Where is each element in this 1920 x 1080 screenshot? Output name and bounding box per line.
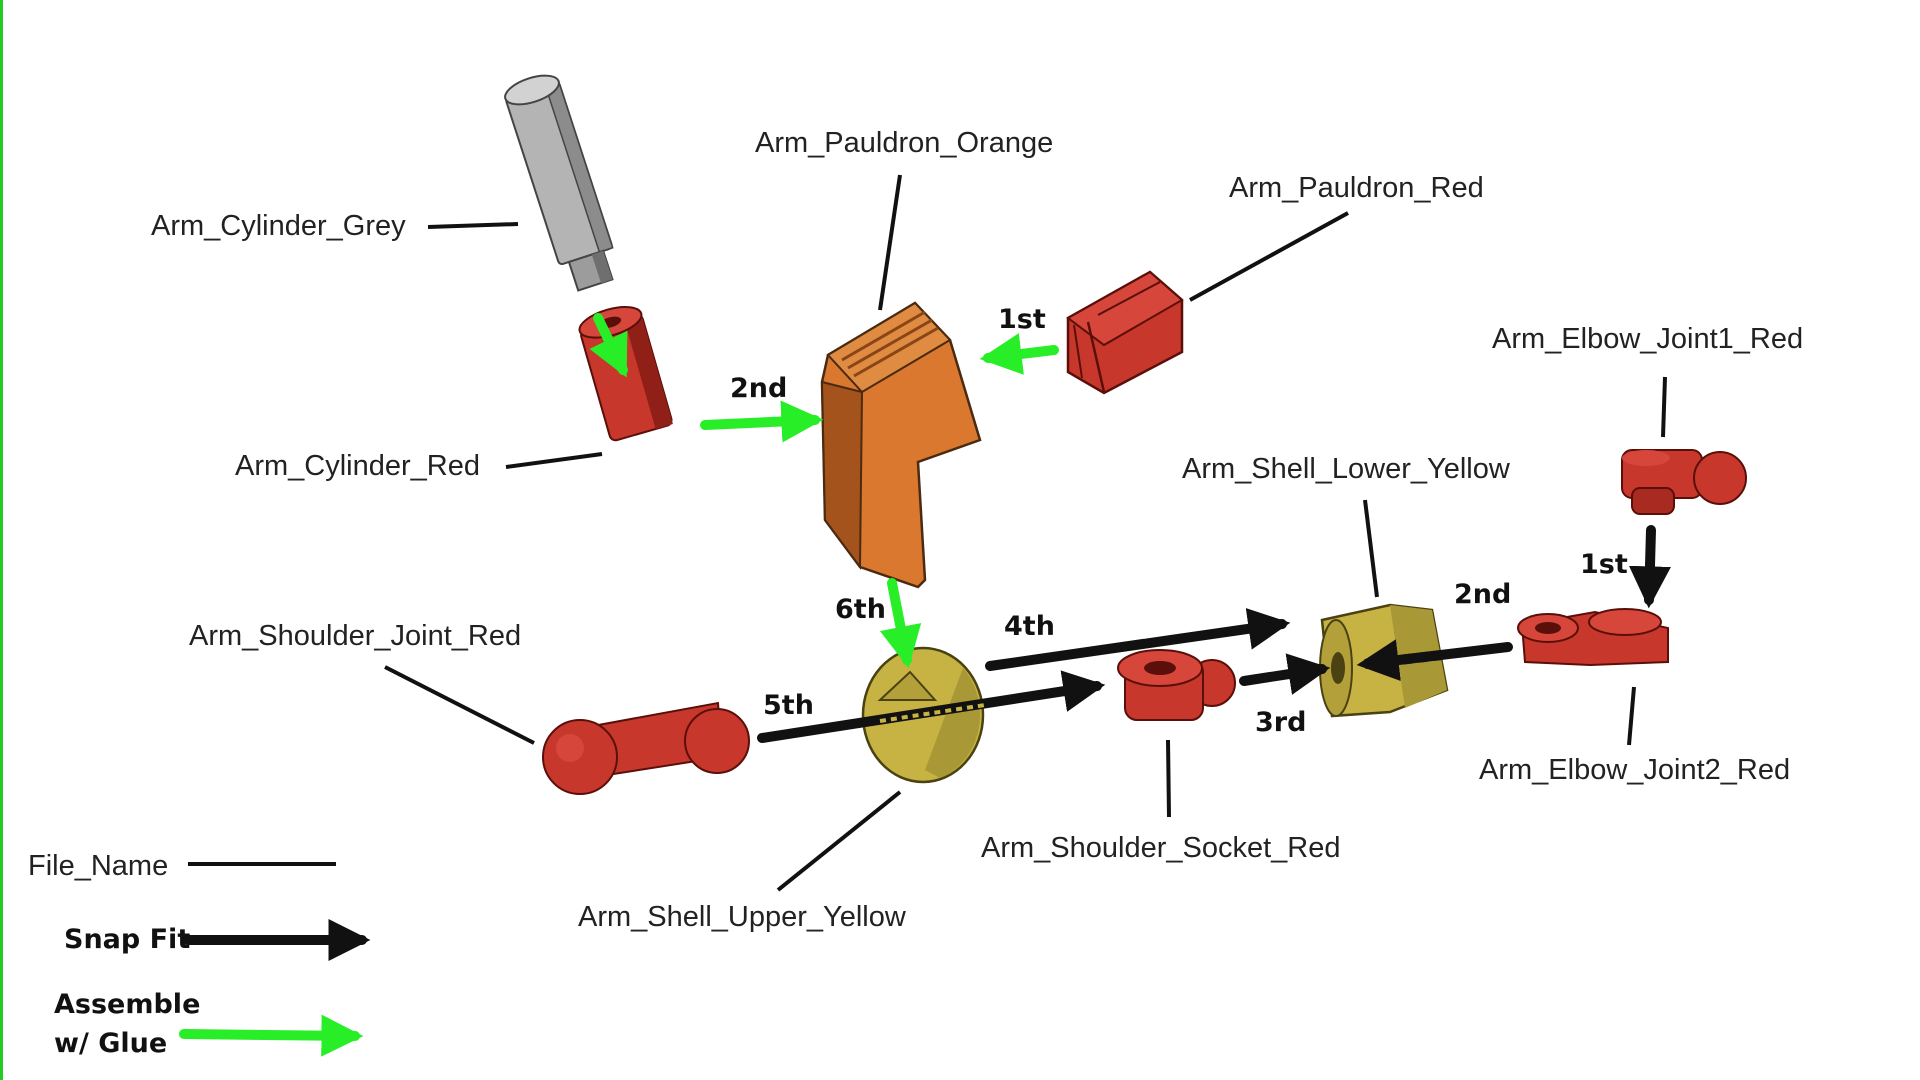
arm-shoulder-socket-red-part <box>1117 649 1236 721</box>
step-pauldron-1st: 1st <box>998 304 1046 335</box>
label-arm-shoulder-socket-red: Arm_Shoulder_Socket_Red <box>981 832 1340 864</box>
arm-elbow-joint2-red-part <box>1517 608 1669 667</box>
leader-cylinder-red <box>505 452 603 469</box>
arrow-pauldron-to-shell <box>879 578 922 669</box>
legend: File_Name Snap Fit Assemble w/ Glue <box>28 850 371 1059</box>
arrow-socket-to-shell-lower <box>1239 653 1331 695</box>
label-arm-shell-upper-yellow: Arm_Shell_Upper_Yellow <box>578 901 907 933</box>
step-shell-6th: 6th <box>835 594 886 625</box>
leader-shell-upper <box>776 790 902 892</box>
label-arm-shoulder-joint-red: Arm_Shoulder_Joint_Red <box>189 620 521 652</box>
arrow-elbow1-to-elbow2 <box>1628 525 1671 609</box>
leader-shell-lower <box>1363 499 1379 598</box>
arm-cylinder-grey-part <box>504 74 614 292</box>
arrow-shell-upper-to-lower <box>985 607 1291 671</box>
leader-cylinder-grey <box>427 222 519 229</box>
arrow-cylinder-to-pauldron <box>700 400 824 443</box>
arm-pauldron-red-part <box>1066 270 1184 395</box>
arrow-red-to-orange-pauldron <box>979 333 1059 375</box>
legend-glue-arrow <box>179 1014 364 1057</box>
legend-assemble-label: Assemble <box>54 989 200 1020</box>
step-elbow-1st: 1st <box>1580 549 1628 580</box>
leader-elbow-joint2 <box>1627 686 1636 746</box>
arrow-shoulder-joint-to-socket <box>757 670 1106 743</box>
label-arm-cylinder-grey: Arm_Cylinder_Grey <box>151 210 406 242</box>
legend-glue-label: w/ Glue <box>54 1028 167 1059</box>
step-elbow-2nd: 2nd <box>1454 579 1511 610</box>
label-arm-cylinder-red: Arm_Cylinder_Red <box>235 450 480 482</box>
label-arm-elbow-joint1-red: Arm_Elbow_Joint1_Red <box>1492 323 1803 355</box>
legend-snap-fit-label: Snap Fit <box>64 924 190 955</box>
legend-file-name-label: File_Name <box>28 850 168 882</box>
label-arm-pauldron-orange: Arm_Pauldron_Orange <box>755 127 1053 159</box>
arrow-elbow2-to-shell-lower <box>1356 639 1513 681</box>
leader-pauldron-red <box>1189 211 1349 302</box>
label-arm-elbow-joint2-red: Arm_Elbow_Joint2_Red <box>1479 754 1790 786</box>
arrow-grey-to-red-cylinder <box>589 313 628 378</box>
leader-pauldron-orange <box>878 174 902 311</box>
label-arm-pauldron-red: Arm_Pauldron_Red <box>1229 172 1484 204</box>
leader-shoulder-joint <box>384 665 535 745</box>
step-pauldron-2nd: 2nd <box>730 373 787 404</box>
leader-shoulder-socket <box>1166 739 1171 818</box>
step-arm-3rd: 3rd <box>1255 707 1306 738</box>
label-arm-shell-lower-yellow: Arm_Shell_Lower_Yellow <box>1182 453 1511 485</box>
step-arm-5th: 5th <box>763 690 814 721</box>
arm-pauldron-orange-part <box>820 301 982 589</box>
arm-shoulder-joint-red-part <box>542 701 750 795</box>
leader-elbow-joint1 <box>1661 376 1667 438</box>
step-arm-4th: 4th <box>1004 611 1055 642</box>
arm-elbow-joint1-red-part <box>1621 449 1747 515</box>
